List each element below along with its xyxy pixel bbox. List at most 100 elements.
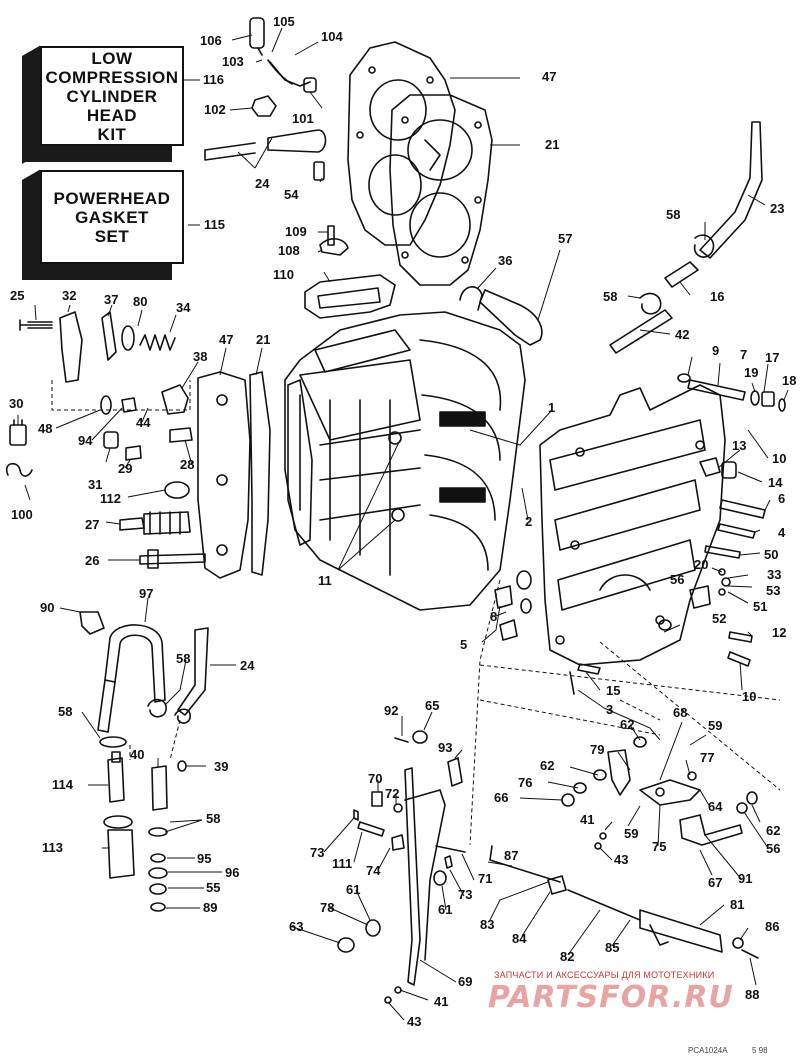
kit-line: GASKET bbox=[75, 207, 149, 227]
callout-55: 55 bbox=[206, 880, 221, 895]
callout-3: 3 bbox=[606, 702, 614, 717]
callout-43: 43 bbox=[614, 852, 629, 867]
screw-111 bbox=[357, 821, 385, 837]
clip-58-e bbox=[148, 827, 168, 837]
callout-91: 91 bbox=[738, 871, 753, 886]
kit-line: POWERHEAD bbox=[53, 188, 171, 208]
callout-93: 93 bbox=[438, 740, 453, 755]
callout-27: 27 bbox=[85, 517, 100, 532]
clamp-58-right bbox=[639, 292, 662, 315]
shaft-81 bbox=[639, 909, 723, 953]
clamp-58-lower bbox=[147, 698, 191, 724]
callout-41: 41 bbox=[434, 994, 449, 1009]
callout-104: 104 bbox=[321, 29, 343, 44]
gasket-21-left bbox=[249, 371, 271, 576]
callout-112: 112 bbox=[100, 491, 121, 506]
screw-25 bbox=[19, 319, 53, 331]
callout-88: 88 bbox=[745, 987, 760, 1002]
callout-6: 6 bbox=[778, 491, 786, 506]
callout-74: 74 bbox=[366, 863, 381, 878]
parts-95-96-55-89 bbox=[148, 853, 168, 912]
callout-71: 71 bbox=[478, 871, 493, 886]
gasket-110 bbox=[304, 274, 396, 319]
callout-87: 87 bbox=[504, 848, 519, 863]
callout-111: 111 bbox=[332, 856, 353, 871]
cylinder-side-covers bbox=[287, 379, 313, 546]
callout-9: 9 bbox=[712, 343, 720, 358]
callout-70: 70 bbox=[368, 771, 383, 786]
callout-76: 76 bbox=[518, 775, 533, 790]
callout-36: 36 bbox=[498, 253, 513, 268]
parts-19-17-18 bbox=[750, 390, 786, 412]
callout-12: 12 bbox=[772, 625, 787, 640]
callout-31: 31 bbox=[88, 477, 103, 492]
valve-29 bbox=[125, 445, 142, 461]
callout-18: 18 bbox=[782, 373, 797, 388]
callout-66: 66 bbox=[494, 790, 509, 805]
filter-113 bbox=[107, 829, 135, 879]
hose-97 bbox=[97, 624, 166, 733]
callout-43: 43 bbox=[407, 1014, 422, 1029]
callout-58: 58 bbox=[58, 704, 73, 719]
screw-54 bbox=[313, 161, 325, 181]
callout-64: 64 bbox=[708, 799, 723, 814]
clamp-58-top-right bbox=[693, 234, 715, 258]
callout-79: 79 bbox=[590, 742, 605, 757]
callout-57: 57 bbox=[558, 231, 573, 246]
callout-109: 109 bbox=[285, 224, 307, 239]
callout-19: 19 bbox=[744, 365, 759, 380]
bracket-67 bbox=[679, 814, 743, 846]
figure-code: PCA1024A bbox=[688, 1046, 728, 1055]
low-compression-kit-label: LOW COMPRESSION CYLINDER HEAD KIT bbox=[40, 46, 184, 146]
crankcase-cover bbox=[539, 384, 726, 666]
parts-62-56-right bbox=[736, 791, 758, 814]
callout-58: 58 bbox=[176, 651, 191, 666]
nut-13 bbox=[699, 457, 721, 477]
clip-70 bbox=[371, 791, 383, 807]
clip-100 bbox=[5, 462, 33, 477]
washer-65 bbox=[412, 730, 428, 744]
part-72 bbox=[393, 803, 403, 813]
callout-26: 26 bbox=[85, 553, 100, 568]
callout-105: 105 bbox=[273, 14, 295, 29]
callout-100: 100 bbox=[11, 507, 33, 522]
clip-90 bbox=[79, 611, 105, 635]
screw-10b bbox=[727, 651, 751, 667]
callout-84: 84 bbox=[512, 931, 527, 946]
callout-56: 56 bbox=[766, 841, 781, 856]
hose-42 bbox=[609, 309, 673, 354]
callout-61: 61 bbox=[438, 902, 453, 917]
callout-29: 29 bbox=[118, 461, 133, 476]
rod-71 bbox=[435, 845, 466, 853]
callout-54: 54 bbox=[284, 187, 299, 202]
fitting-16 bbox=[664, 261, 699, 288]
link-59-75-64 bbox=[639, 771, 701, 806]
hose-57 bbox=[479, 289, 543, 346]
cylinder-head-47-top bbox=[347, 41, 456, 246]
fitting-40 bbox=[151, 765, 168, 811]
callout-58: 58 bbox=[666, 207, 681, 222]
callout-62: 62 bbox=[540, 758, 555, 773]
part-39 bbox=[177, 760, 187, 772]
callout-95: 95 bbox=[197, 851, 212, 866]
kit-line: LOW bbox=[91, 48, 133, 68]
callout-89: 89 bbox=[203, 900, 218, 915]
callout-42: 42 bbox=[675, 327, 690, 342]
head-gasket-21-top bbox=[389, 94, 493, 286]
rod-83 bbox=[489, 845, 561, 883]
figure-date: 5 98 bbox=[752, 1046, 768, 1055]
callout-116: 116 bbox=[203, 72, 224, 87]
callout-28: 28 bbox=[180, 457, 195, 472]
callout-73: 73 bbox=[310, 845, 325, 860]
arm-79-62-76-66 bbox=[561, 749, 631, 807]
bolt-93 bbox=[447, 757, 463, 787]
callout-52: 52 bbox=[712, 611, 727, 626]
callout-16: 16 bbox=[710, 289, 725, 304]
callout-47: 47 bbox=[542, 69, 557, 84]
callout-80: 80 bbox=[133, 294, 148, 309]
callout-8: 8 bbox=[490, 609, 498, 624]
callout-102: 102 bbox=[204, 102, 226, 117]
screw-12 bbox=[728, 631, 753, 643]
